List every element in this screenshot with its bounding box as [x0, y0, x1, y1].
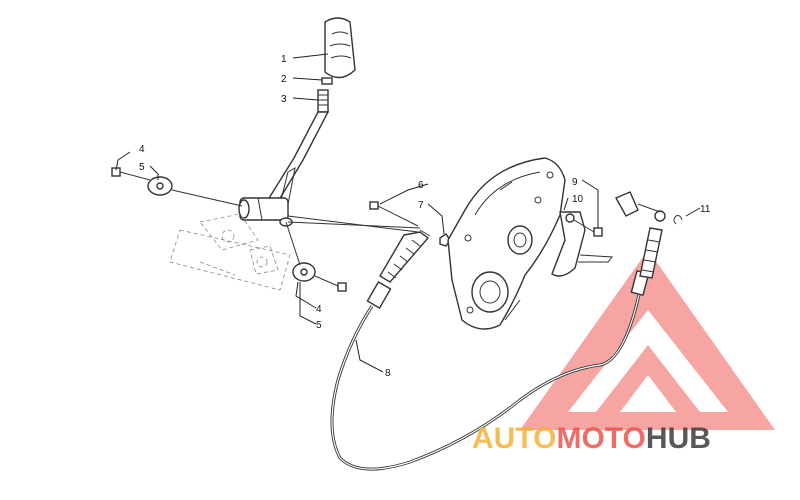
callout-leaders [115, 53, 701, 373]
callout-10: 10 [572, 194, 584, 205]
callout-5-lower: 5 [316, 320, 322, 331]
callout-4-upper: 4 [139, 144, 145, 155]
watermark-triangle [520, 250, 775, 430]
gear-lever [264, 111, 330, 206]
callout-5-upper: 5 [139, 162, 145, 173]
washer-lower [292, 262, 316, 282]
callout-9: 9 [572, 177, 578, 188]
watermark-auto: AUTO [472, 422, 556, 455]
bolt-6 [369, 201, 419, 227]
callout-1: 1 [281, 54, 287, 65]
watermark-hub: HUB [646, 422, 711, 455]
clip-11 [673, 215, 683, 225]
washer-upper-left [147, 176, 173, 196]
gear-knob [324, 17, 356, 79]
bracket-10 [551, 211, 613, 277]
lever-pivot [238, 197, 293, 227]
callout-3: 3 [281, 94, 287, 105]
gear-cable [330, 210, 666, 471]
engine-cover [447, 157, 566, 330]
knob-washer [321, 77, 333, 85]
svg-text:AUTOMOTOHUB: AUTOMOTOHUB [472, 422, 711, 455]
callout-2: 2 [281, 74, 287, 85]
callout-4-lower: 4 [316, 304, 322, 315]
watermark-moto: MOTO [556, 422, 645, 455]
callout-7: 7 [418, 200, 424, 211]
callout-11: 11 [700, 204, 711, 215]
threaded-end [317, 89, 329, 113]
callout-6: 6 [418, 180, 424, 191]
watermark-logo: AUTOMOTOHUB [472, 422, 711, 455]
callout-8: 8 [385, 368, 391, 379]
linkage-arm [615, 191, 661, 217]
mounting-bracket [169, 213, 291, 291]
bolt-lower [337, 282, 347, 292]
